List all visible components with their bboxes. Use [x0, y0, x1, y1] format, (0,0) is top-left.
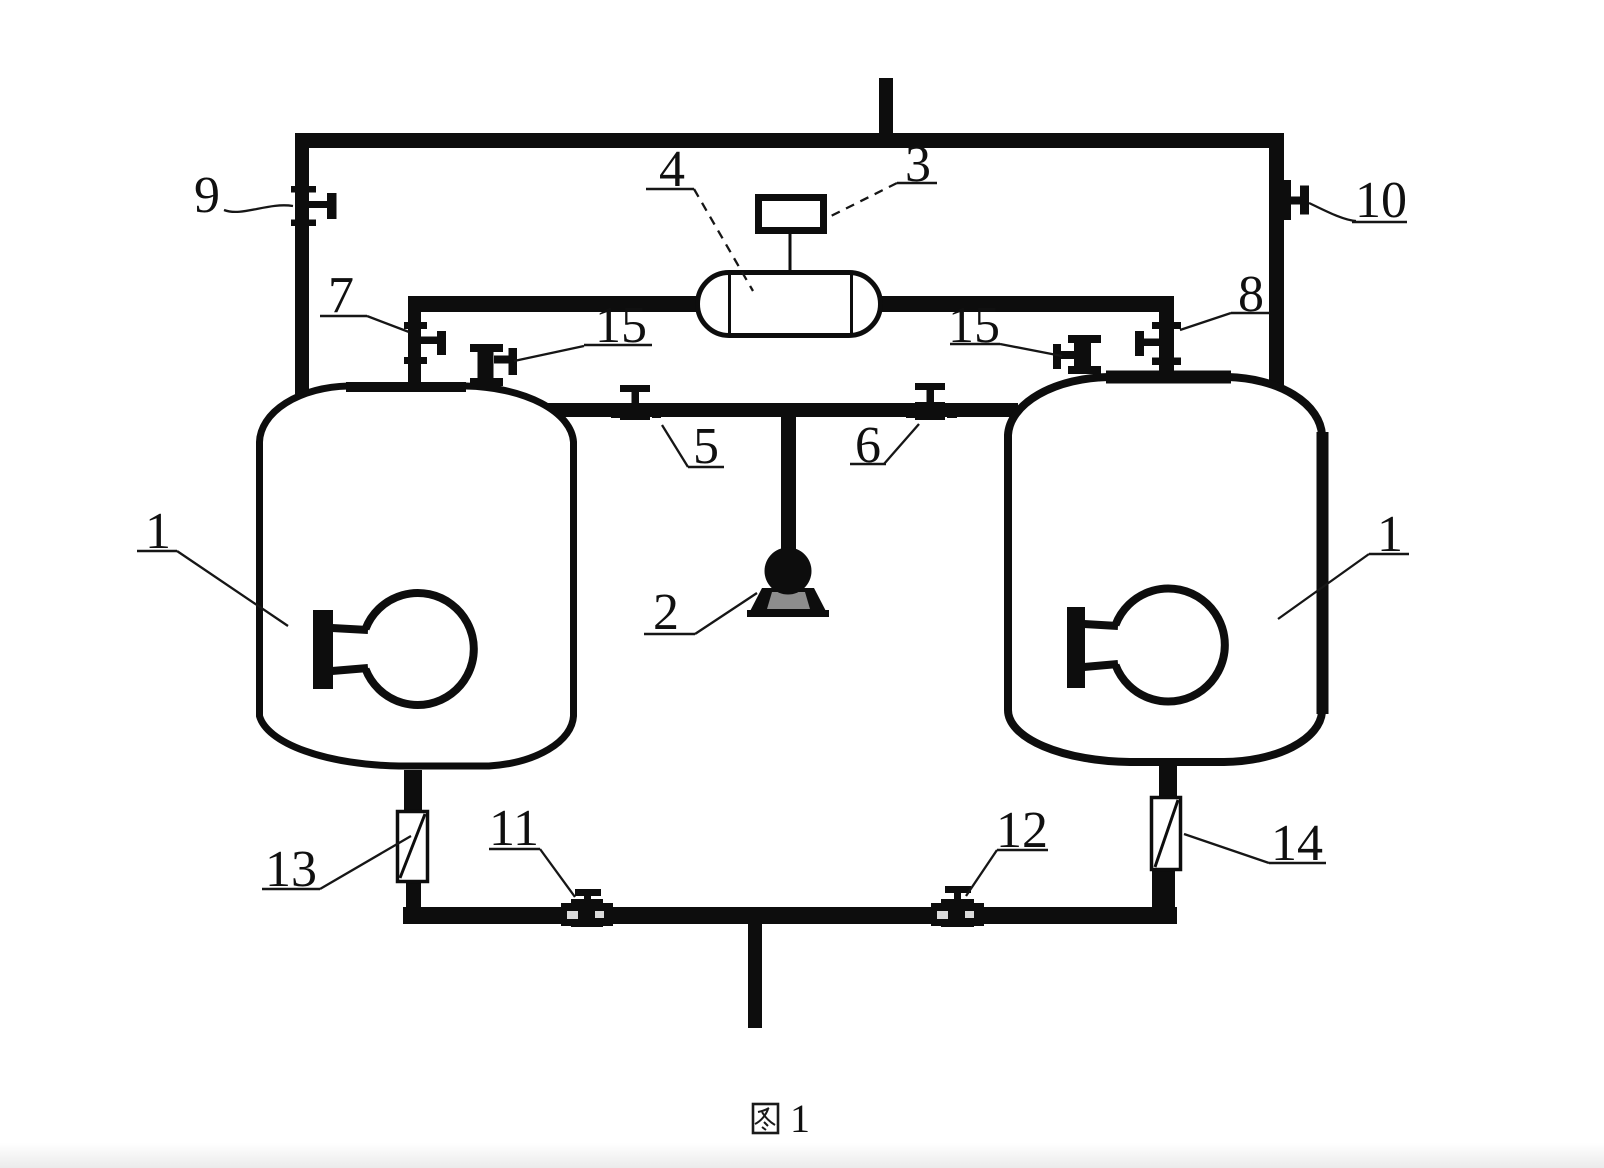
svg-text:3: 3 — [905, 136, 931, 193]
svg-text:1: 1 — [790, 1096, 810, 1141]
svg-text:14: 14 — [1271, 815, 1323, 872]
svg-text:15: 15 — [595, 297, 647, 354]
svg-text:15: 15 — [948, 297, 1000, 354]
svg-text:9: 9 — [194, 167, 220, 224]
svg-text:4: 4 — [659, 141, 685, 198]
svg-text:10: 10 — [1355, 172, 1407, 229]
svg-text:7: 7 — [328, 267, 354, 324]
svg-text:5: 5 — [693, 418, 719, 475]
svg-text:11: 11 — [489, 800, 539, 857]
svg-text:1: 1 — [145, 503, 171, 560]
svg-text:1: 1 — [1377, 506, 1403, 563]
svg-text:6: 6 — [855, 417, 881, 474]
svg-text:13: 13 — [265, 841, 317, 898]
svg-text:12: 12 — [996, 802, 1048, 859]
svg-text:2: 2 — [653, 584, 679, 641]
svg-text:8: 8 — [1238, 266, 1264, 323]
